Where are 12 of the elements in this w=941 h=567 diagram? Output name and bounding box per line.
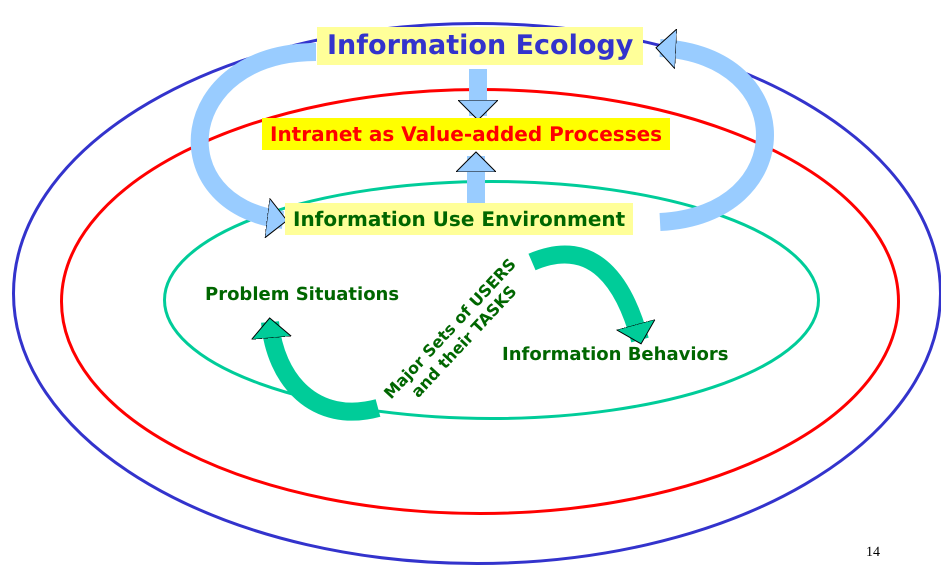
block-arrow — [656, 30, 774, 231]
label-text: Information Behaviors — [502, 344, 728, 366]
page-number: 14 — [866, 545, 880, 561]
block-arrow — [191, 43, 317, 236]
block-arrow — [456, 152, 496, 203]
title-box: Information Ecology — [317, 27, 644, 66]
label-box: Information Use Environment — [285, 203, 634, 235]
label-text: Problem Situations — [205, 284, 400, 306]
label-box: Intranet as Value-added Processes — [262, 118, 670, 150]
block-arrow — [458, 69, 498, 120]
inner-ellipse — [163, 180, 820, 420]
middle-ellipse — [60, 88, 900, 515]
